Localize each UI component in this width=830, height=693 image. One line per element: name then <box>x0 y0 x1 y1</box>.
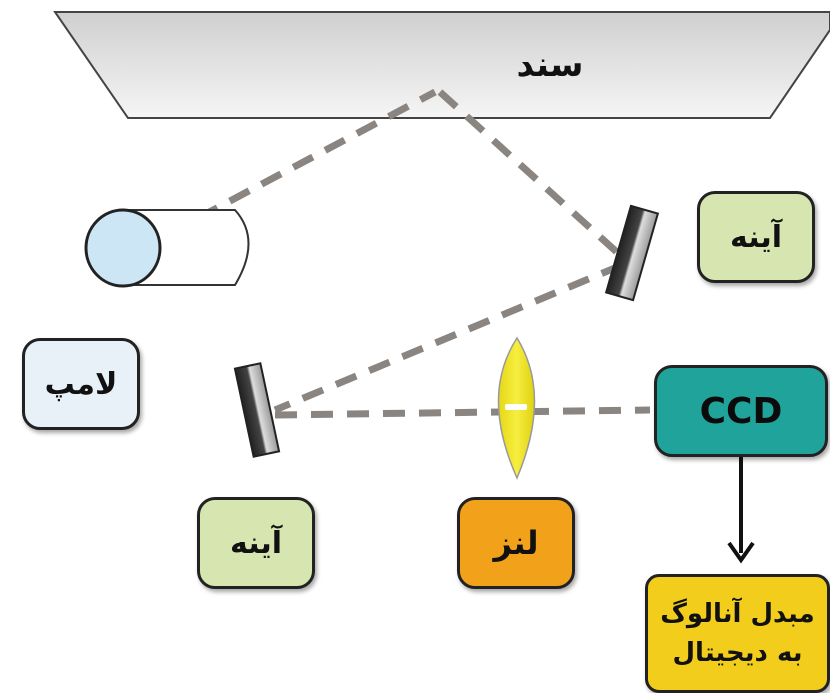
adc-label-line2: به دیجیتال <box>672 637 803 668</box>
mirror-bottom-icon <box>233 362 281 458</box>
mirror-bottom-label: آینه <box>197 497 315 589</box>
adc-label-line1: مبدل آنالوگ <box>660 598 815 629</box>
ccd-label: CCD <box>654 365 828 457</box>
lens-label: لنز <box>457 497 575 589</box>
ccd-to-adc-arrow <box>727 457 755 564</box>
lamp-icon <box>84 208 250 288</box>
light-path <box>196 88 651 419</box>
mirror-top-icon <box>604 204 660 302</box>
lamp-label: لامپ <box>22 338 140 430</box>
mirror-top-label: آینه <box>697 191 815 283</box>
lens-icon <box>497 336 536 480</box>
document-platen <box>53 11 830 119</box>
document-label: سند <box>516 45 584 85</box>
adc-label: مبدل آنالوگ به دیجیتال <box>645 574 830 693</box>
